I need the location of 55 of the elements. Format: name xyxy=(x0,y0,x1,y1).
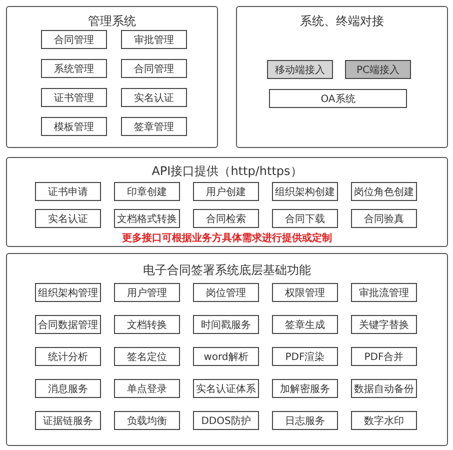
module-box: 数字水印 xyxy=(351,411,417,430)
module-box: 单点登录 xyxy=(114,379,180,398)
module-box: PDF合并 xyxy=(351,347,417,366)
module-box: 合同管理 xyxy=(121,59,187,78)
module-box: 合同数据管理 xyxy=(35,315,101,334)
module-box: 统计分析 xyxy=(35,347,101,366)
module-box: 证书管理 xyxy=(41,88,107,107)
module-box: 签章管理 xyxy=(121,117,187,136)
module-box: 实名认证 xyxy=(35,209,101,228)
module-box: 合同下载 xyxy=(272,209,338,228)
module-box: 审批管理 xyxy=(121,30,187,49)
module-box: 审批流管理 xyxy=(351,283,417,302)
module-box: 组织架构管理 xyxy=(35,283,101,302)
module-box: 组织架构创建 xyxy=(272,182,338,201)
module-box: 合同管理 xyxy=(41,30,107,49)
module-box: 签章生成 xyxy=(272,315,338,334)
module-box: 实名认证体系 xyxy=(193,379,259,398)
panel-title: API接口提供（http/https） xyxy=(150,163,304,180)
module-box: 签名定位 xyxy=(114,347,180,366)
module-box: 消息服务 xyxy=(35,379,101,398)
module-box: 合同检索 xyxy=(193,209,259,228)
module-box: 权限管理 xyxy=(272,283,338,302)
group-panel xyxy=(6,157,448,247)
module-box: 移动端接入 xyxy=(267,60,333,79)
module-box: 合同验真 xyxy=(351,209,417,228)
module-box: 加解密服务 xyxy=(272,379,338,398)
module-box: DDOS防护 xyxy=(193,411,259,430)
module-box: 岗位角色创建 xyxy=(351,182,417,201)
panel-title: 系统、终端对接 xyxy=(299,13,385,30)
module-box: 用户管理 xyxy=(114,283,180,302)
module-box: 关键字替换 xyxy=(351,315,417,334)
group-panel xyxy=(6,253,448,446)
module-box: 用户创建 xyxy=(193,182,259,201)
module-box: 系统管理 xyxy=(41,59,107,78)
module-box: 模板管理 xyxy=(41,117,107,136)
panel-title: 电子合同签署系统底层基础功能 xyxy=(142,262,312,279)
module-box: 时间戳服务 xyxy=(193,315,259,334)
group-panel xyxy=(236,6,448,148)
module-box: 文档格式转换 xyxy=(114,209,180,228)
module-box: PDF渲染 xyxy=(272,347,338,366)
module-box: 文档转换 xyxy=(114,315,180,334)
module-box: 实名认证 xyxy=(121,88,187,107)
module-box: 印章创建 xyxy=(114,182,180,201)
module-box: 日志服务 xyxy=(272,411,338,430)
panel-title: 管理系统 xyxy=(87,13,137,30)
module-box: OA系统 xyxy=(269,89,407,108)
module-box: 证书申请 xyxy=(35,182,101,201)
group-panel xyxy=(6,6,218,148)
module-box: 岗位管理 xyxy=(193,283,259,302)
module-box: word解析 xyxy=(193,347,259,366)
module-box: 证据链服务 xyxy=(35,411,101,430)
note-text: 更多接口可根据业务方具体需求进行提供或定制 xyxy=(121,231,333,245)
module-box: 负载均衡 xyxy=(114,411,180,430)
module-box: PC端接入 xyxy=(345,60,411,79)
module-box: 数据自动备份 xyxy=(351,379,417,398)
